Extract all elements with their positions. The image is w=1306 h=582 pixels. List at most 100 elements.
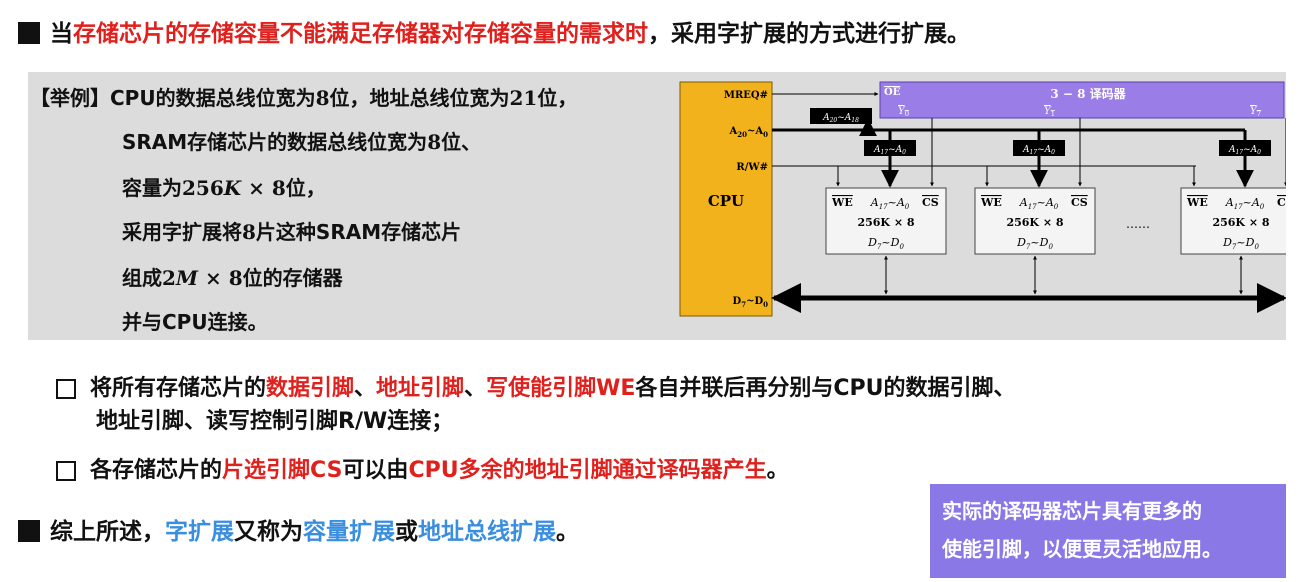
bullet-highlight: 片选引脚CS <box>222 458 343 483</box>
example-text: 采用字扩展将 <box>122 220 242 244</box>
chip-capacity: 256K × 8 <box>857 216 914 229</box>
chip-pin-data: D7~D0 <box>867 236 904 251</box>
decoder-pin-y0: Y0 <box>898 106 909 118</box>
decoder-title: 3 − 8 译码器 <box>1050 87 1126 101</box>
heading-bullet-icon <box>18 22 40 44</box>
bullet-text: 各存储芯片的 <box>90 458 223 483</box>
word-expansion-diagram: CPU MREQ# A20~A0 R/W# D7~D0 3 − 8 译码器 OE… <box>679 81 1286 317</box>
example-line-5: 组成2M × 8位的存储器 <box>122 262 343 291</box>
example-line-1: 【举例】CPU的数据总线位宽为8位，地址总线位宽为21位， <box>30 82 577 111</box>
example-number: 8 <box>242 220 256 244</box>
example-text: 位的存储器 <box>242 266 343 290</box>
note-box: 实际的译码器芯片具有更多的 使能引脚，以便更灵活地应用。 <box>930 484 1286 578</box>
checkbox-icon <box>56 379 76 399</box>
bullet-text: 将所有存储芯片的 <box>90 376 267 401</box>
example-number: 21 <box>509 86 538 110</box>
example-math: × 8 <box>198 266 243 290</box>
bullet-text: 、 <box>464 376 487 401</box>
bullet-highlight: 写使能引脚WE <box>486 376 636 401</box>
note-line-1: 实际的译码器芯片具有更多的 <box>942 499 1202 523</box>
example-text: SRAM存储芯片的数据总线位宽为 <box>122 130 428 154</box>
summary-highlight: 容量扩展 <box>303 519 395 545</box>
heading-highlight: 存储芯片的存储容量不能满足存储器对存储容量的需求时 <box>73 21 648 47</box>
bullet-highlight: 数据引脚 <box>266 376 355 401</box>
svg-text:A17~A0: A17~A0 <box>1022 145 1055 156</box>
example-text: CPU的数据总线位宽为 <box>110 86 316 110</box>
chip-pin-cs: CS <box>922 196 939 209</box>
example-text: 并与CPU连接。 <box>122 310 268 334</box>
sram-chip-7: WE CS A17~A0 256K × 8 D7~D0 <box>1180 187 1286 255</box>
decoder-pin-oe: OE <box>884 87 901 98</box>
decoder-pin-y7: Y7 <box>1250 106 1261 118</box>
example-math: K <box>223 176 242 200</box>
chip-capacity: 256K × 8 <box>1212 216 1269 229</box>
summary-bullet-icon <box>18 520 40 542</box>
bullet-text: 各自并联后再分别与CPU的数据引脚、 <box>635 376 1016 401</box>
example-panel: 【举例】CPU的数据总线位宽为8位，地址总线位宽为21位， SRAM存储芯片的数… <box>28 72 1286 340</box>
chip-pin-we: WE <box>831 196 853 209</box>
example-text: 位， <box>537 86 578 110</box>
decoder-pin-y1: Y1 <box>1044 106 1055 118</box>
chip-pin-cs: CS <box>1071 196 1088 209</box>
cpu-pin-data: D7~D0 <box>733 296 769 309</box>
example-text: 容量为 <box>122 176 182 200</box>
more-chips-ellipsis: …… <box>1126 217 1150 231</box>
svg-text:A17~A0: A17~A0 <box>873 145 906 156</box>
example-number: 8 <box>427 130 442 154</box>
example-math: 2 <box>162 266 176 290</box>
bullet-text: 。 <box>766 458 789 483</box>
bullet-1: 将所有存储芯片的数据引脚、地址引脚、写使能引脚WE各自并联后再分别与CPU的数据… <box>56 370 1016 402</box>
heading-suffix: ，采用字扩展的方式进行扩展。 <box>648 21 970 47</box>
chip-pin-we: WE <box>1186 196 1208 209</box>
sram-chip-1: WE CS A17~A0 256K × 8 D7~D0 <box>974 187 1096 255</box>
bullet-text: 、 <box>354 376 377 401</box>
chip-pin-addr: A17~A0 <box>870 196 910 211</box>
summary: 综上所述，字扩展又称为容量扩展或地址总线扩展。 <box>18 512 579 546</box>
example-line-6: 并与CPU连接。 <box>122 306 268 335</box>
example-text: 组成 <box>122 266 162 290</box>
example-math: × 8 <box>241 176 286 200</box>
example-text: 位、 <box>441 130 482 154</box>
heading-prefix: 当 <box>50 21 73 47</box>
summary-text: 综上所述， <box>50 519 165 545</box>
example-text: 片这种SRAM存储芯片 <box>255 220 462 244</box>
chip-pin-cs: CS <box>1277 196 1286 209</box>
checkbox-icon <box>56 461 76 481</box>
example-text: 位，地址总线位宽为 <box>329 86 510 110</box>
summary-text: 又称为 <box>234 519 303 545</box>
summary-text: 或 <box>395 519 418 545</box>
chip-pin-data: D7~D0 <box>1222 236 1259 251</box>
addr-drop-7: A17~A0 <box>1216 128 1271 188</box>
example-math: M <box>175 266 199 290</box>
example-tag: 【举例】 <box>30 86 110 110</box>
example-text: 位， <box>285 176 326 200</box>
summary-highlight: 字扩展 <box>165 519 234 545</box>
example-math: 256 <box>182 176 224 200</box>
svg-text:A17~A0: A17~A0 <box>1228 145 1261 156</box>
chip-pin-addr: A17~A0 <box>1019 196 1059 211</box>
addr-drop-1: A17~A0 <box>1013 130 1065 188</box>
bullet-2: 各存储芯片的片选引脚CS可以由CPU多余的地址引脚通过译码器产生。 <box>56 452 789 484</box>
example-number: 8 <box>315 86 330 110</box>
example-line-3: 容量为256K × 8位， <box>122 172 326 201</box>
addr-high-label-box <box>810 108 872 124</box>
bullet-highlight: CPU多余的地址引脚通过译码器产生 <box>408 458 767 483</box>
bullet-highlight: 地址引脚 <box>376 376 465 401</box>
example-line-2: SRAM存储芯片的数据总线位宽为8位、 <box>122 126 481 155</box>
summary-text: 。 <box>556 519 579 545</box>
note-line-2: 使能引脚，以便更灵活地应用。 <box>942 537 1222 561</box>
summary-highlight: 地址总线扩展 <box>418 519 556 545</box>
cpu-pin-rw: R/W# <box>736 162 768 173</box>
addr-drop-0: A17~A0 <box>864 130 916 188</box>
chip-pin-data: D7~D0 <box>1016 236 1053 251</box>
cpu-block <box>679 81 773 317</box>
example-line-4: 采用字扩展将8片这种SRAM存储芯片 <box>122 216 461 245</box>
decoder-block <box>879 81 1285 119</box>
bullet-text: 可以由 <box>342 458 409 483</box>
bullet-1-line-2: 地址引脚、读写控制引脚R/W连接； <box>96 409 454 434</box>
cpu-label: CPU <box>708 192 744 210</box>
chip-pin-addr: A17~A0 <box>1225 196 1265 211</box>
addr-high-label: A20~A18 <box>822 113 859 124</box>
sram-chip-0: WE CS A17~A0 256K × 8 D7~D0 <box>825 187 947 255</box>
chip-capacity: 256K × 8 <box>1006 216 1063 229</box>
